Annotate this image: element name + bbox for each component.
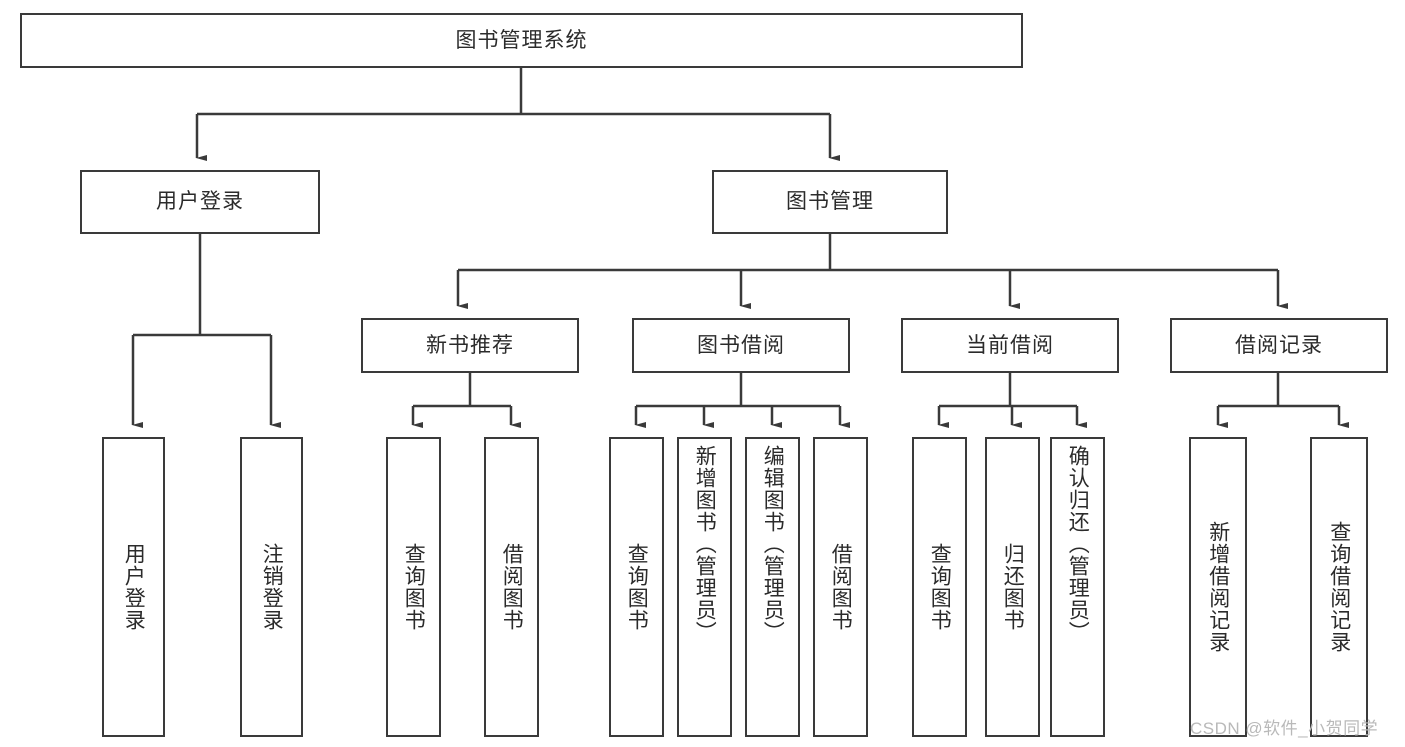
node-leaf-user-login[interactable]: 用户登录 (102, 437, 165, 737)
node-leaf-query-record[interactable]: 查询借阅记录 (1310, 437, 1368, 737)
node-current-borrow[interactable]: 当前借阅 (901, 318, 1119, 373)
node-leaf-edit-book-label: 编辑图书（管理员） (761, 445, 785, 643)
node-book-manage-label: 图书管理 (786, 190, 874, 214)
node-leaf-query-book-3[interactable]: 查询图书 (912, 437, 967, 737)
node-new-book-rec[interactable]: 新书推荐 (361, 318, 579, 373)
node-user-login[interactable]: 用户登录 (80, 170, 320, 234)
node-leaf-return-book-label: 归还图书 (1001, 543, 1025, 631)
node-leaf-borrow-book-1[interactable]: 借阅图书 (484, 437, 539, 737)
node-leaf-return-book[interactable]: 归还图书 (985, 437, 1040, 737)
node-borrow-record[interactable]: 借阅记录 (1170, 318, 1388, 373)
node-leaf-query-book-2-label: 查询图书 (625, 543, 649, 631)
node-leaf-edit-book[interactable]: 编辑图书（管理员） (745, 437, 800, 737)
node-leaf-add-record[interactable]: 新增借阅记录 (1189, 437, 1247, 737)
node-leaf-query-record-label: 查询借阅记录 (1327, 521, 1351, 653)
node-leaf-query-book-2[interactable]: 查询图书 (609, 437, 664, 737)
node-leaf-borrow-book-1-label: 借阅图书 (500, 543, 524, 631)
node-borrow-record-label: 借阅记录 (1235, 333, 1323, 357)
node-book-manage[interactable]: 图书管理 (712, 170, 948, 234)
node-leaf-confirm-return-label: 确认归还（管理员） (1066, 445, 1090, 643)
node-root-label: 图书管理系统 (455, 28, 588, 52)
node-root[interactable]: 图书管理系统 (20, 13, 1023, 68)
node-new-book-rec-label: 新书推荐 (426, 333, 514, 357)
node-leaf-add-book[interactable]: 新增图书（管理员） (677, 437, 732, 737)
node-leaf-query-book-3-label: 查询图书 (928, 543, 952, 631)
node-leaf-add-book-label: 新增图书（管理员） (693, 445, 717, 643)
node-book-borrow-label: 图书借阅 (697, 333, 785, 357)
node-leaf-query-book-1[interactable]: 查询图书 (386, 437, 441, 737)
node-leaf-confirm-return[interactable]: 确认归还（管理员） (1050, 437, 1105, 737)
node-leaf-logout-label: 注销登录 (260, 543, 284, 631)
node-leaf-logout[interactable]: 注销登录 (240, 437, 303, 737)
node-current-borrow-label: 当前借阅 (966, 333, 1054, 357)
node-leaf-query-book-1-label: 查询图书 (402, 543, 426, 631)
watermark: CSDN @软件_小贺同学 (1190, 719, 1379, 738)
node-leaf-borrow-book-2[interactable]: 借阅图书 (813, 437, 868, 737)
node-leaf-add-record-label: 新增借阅记录 (1206, 521, 1230, 653)
node-user-login-label: 用户登录 (156, 190, 244, 214)
node-book-borrow[interactable]: 图书借阅 (632, 318, 850, 373)
node-leaf-user-login-label: 用户登录 (122, 543, 146, 631)
node-leaf-borrow-book-2-label: 借阅图书 (829, 543, 853, 631)
